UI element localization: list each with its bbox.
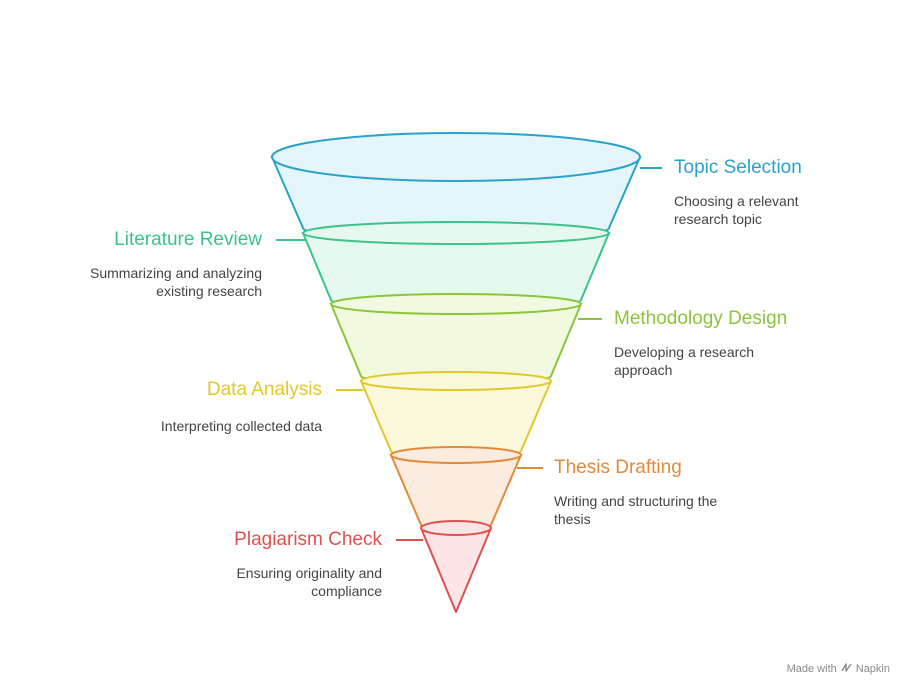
funnel-layer-literature-review [301, 221, 611, 310]
napkin-logo-icon [841, 662, 852, 676]
funnel-layer-top [330, 293, 582, 315]
stage-title-plagiarism-check: Plagiarism Check [234, 529, 382, 550]
funnel-layer-methodology-design [329, 293, 583, 385]
funnel-layer-top [271, 132, 641, 182]
stage-title-data-analysis: Data Analysis [206, 379, 322, 400]
stage-desc-thesis-drafting: Writing and structuring the thesis [554, 493, 718, 527]
stage-title-thesis-drafting: Thesis Drafting [554, 457, 682, 478]
stage-desc-literature-review: Summarizing and analyzing existing resea… [90, 265, 262, 299]
funnel-layer-body [420, 527, 492, 613]
made-with-label: Made with [786, 663, 837, 675]
funnel-layer-body [389, 454, 523, 531]
stage-title-literature-review: Literature Review [114, 229, 262, 250]
funnel-layer-top [302, 221, 610, 245]
stage-desc-methodology-design: Developing a research approach [614, 344, 755, 378]
stage-title-topic-selection: Topic Selection [674, 157, 802, 178]
funnel-layer-thesis-drafting [389, 446, 523, 531]
stage-title-methodology-design: Methodology Design [614, 308, 788, 329]
napkin-brand-label: Napkin [855, 663, 890, 675]
stage-desc-plagiarism-check: Ensuring originality and compliance [236, 565, 382, 599]
funnel-layer-data-analysis [359, 371, 553, 459]
stage-desc-data-analysis: Interpreting collected data [160, 418, 322, 434]
funnel-layer-top [360, 371, 552, 391]
funnel-layer-topic-selection [270, 132, 642, 241]
funnel-layer-plagiarism-check [420, 520, 492, 613]
funnel-layer-top [390, 446, 522, 464]
made-with-napkin-credit: Made with Napkin [787, 662, 890, 676]
funnel-layer-top [420, 520, 492, 536]
stage-desc-topic-selection: Choosing a relevant research topic [674, 193, 799, 227]
